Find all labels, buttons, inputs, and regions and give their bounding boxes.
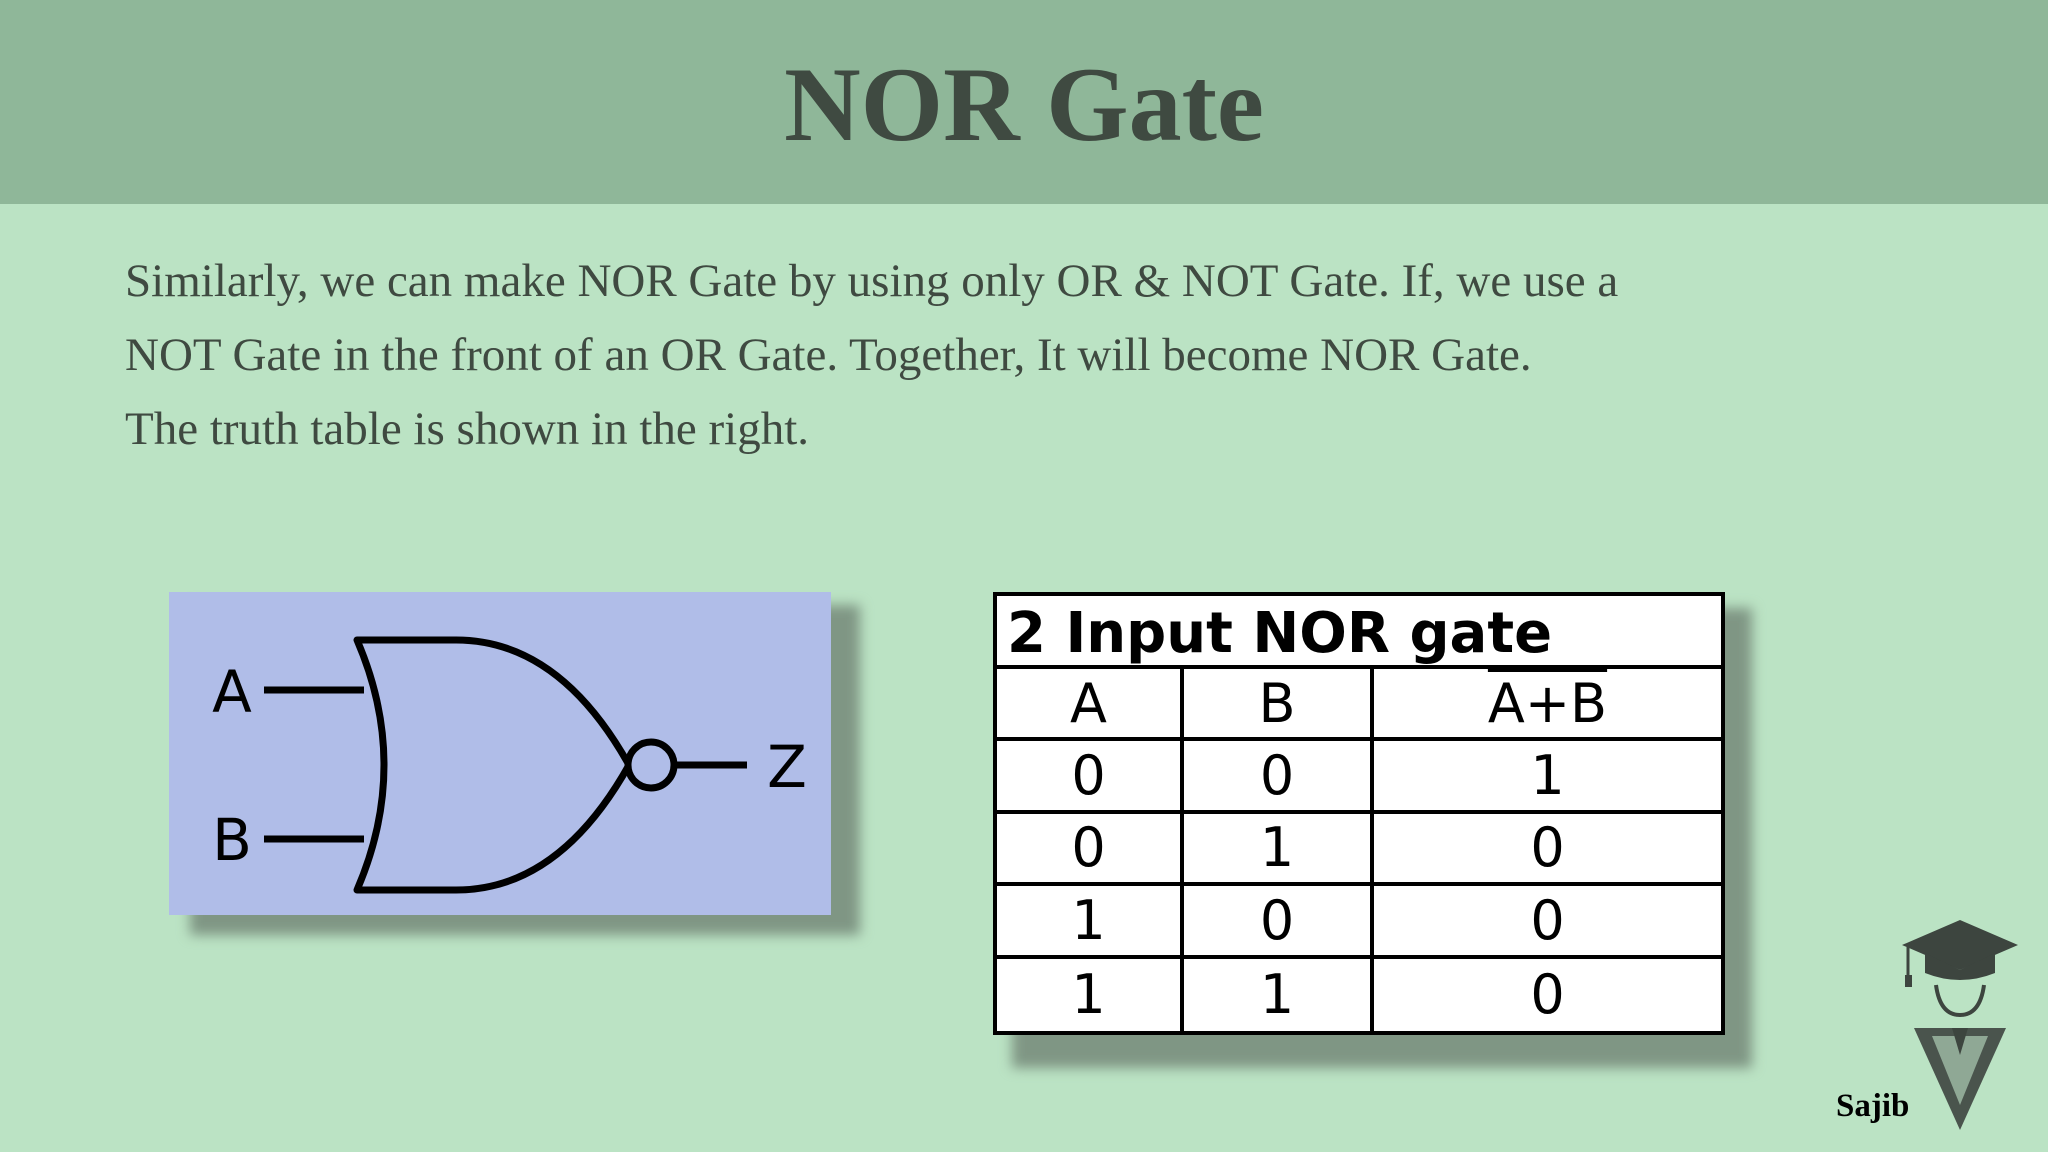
table-cell: 1	[1184, 958, 1374, 1031]
table-cell: 1	[1184, 813, 1374, 887]
table-cell: 1	[997, 886, 1184, 959]
table-cell: 1	[1374, 741, 1721, 814]
header-cell-a: A	[997, 669, 1184, 742]
author-name: Sajib	[1836, 1088, 1910, 1124]
truth-table-grid: A B A+B 0 0 1 0 1 0 1 0 0 1 1 0	[997, 669, 1721, 1031]
header-cell-b: B	[1184, 669, 1374, 742]
nor-gate-diagram: A B Z	[169, 592, 831, 915]
title-band	[0, 0, 2048, 204]
table-cell: 0	[997, 813, 1184, 887]
paragraph-line: The truth table is shown in the right.	[125, 403, 810, 455]
output-header-text: A+B	[1487, 671, 1608, 735]
truth-table: 2 Input NOR gate A B A+B 0 0 1 0 1 0 1 0…	[993, 592, 1725, 1035]
inversion-bubble	[624, 738, 678, 792]
output-label: Z	[767, 733, 807, 801]
slide-paragraph: Similarly, we can make NOR Gate by using…	[125, 244, 1925, 466]
input-a-label: A	[212, 658, 252, 726]
slide-title: NOR Gate	[784, 46, 1264, 163]
paragraph-line: NOT Gate in the front of an OR Gate. Tog…	[125, 329, 1532, 381]
table-cell: 0	[1184, 886, 1374, 959]
truth-table-caption: 2 Input NOR gate	[997, 596, 1721, 669]
table-cell: 0	[1184, 741, 1374, 814]
table-cell: 0	[1374, 814, 1721, 887]
table-cell: 0	[1374, 886, 1721, 959]
input-b-label: B	[212, 806, 252, 874]
header-cell-output: A+B	[1374, 669, 1721, 742]
graduate-logo-icon	[1902, 920, 2018, 1130]
table-cell: 0	[1530, 963, 1565, 1027]
nor-gate-icon	[353, 636, 633, 894]
table-cell: 0	[997, 741, 1184, 814]
table-cell: 1	[997, 958, 1184, 1031]
paragraph-line: Similarly, we can make NOR Gate by using…	[125, 255, 1619, 307]
